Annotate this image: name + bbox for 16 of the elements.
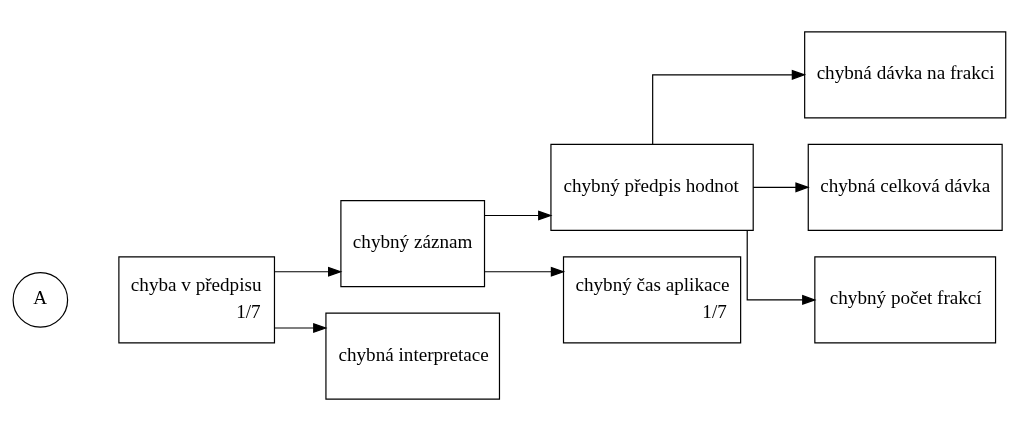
node-circle: A <box>12 271 69 328</box>
arrow <box>274 322 328 333</box>
arrow <box>274 266 343 277</box>
node-box: chybný předpis hodnot <box>550 143 754 231</box>
arrow <box>652 69 807 145</box>
node-box: chybná dávka na frakci <box>804 30 1007 119</box>
node-box: chyba v předpisu 1/7 <box>118 255 276 344</box>
node-box: chybná celková dávka <box>807 143 1003 231</box>
node-box: chybný čas aplikace 1/7 <box>562 255 742 344</box>
arrow <box>752 181 810 192</box>
arrow <box>483 266 566 277</box>
node-box: chybný počet frakcí <box>814 255 997 344</box>
arrow <box>483 209 553 221</box>
arrow <box>746 229 817 305</box>
node-box: chybná interpretace <box>325 311 501 400</box>
node-box: chybný záznam <box>340 199 486 287</box>
